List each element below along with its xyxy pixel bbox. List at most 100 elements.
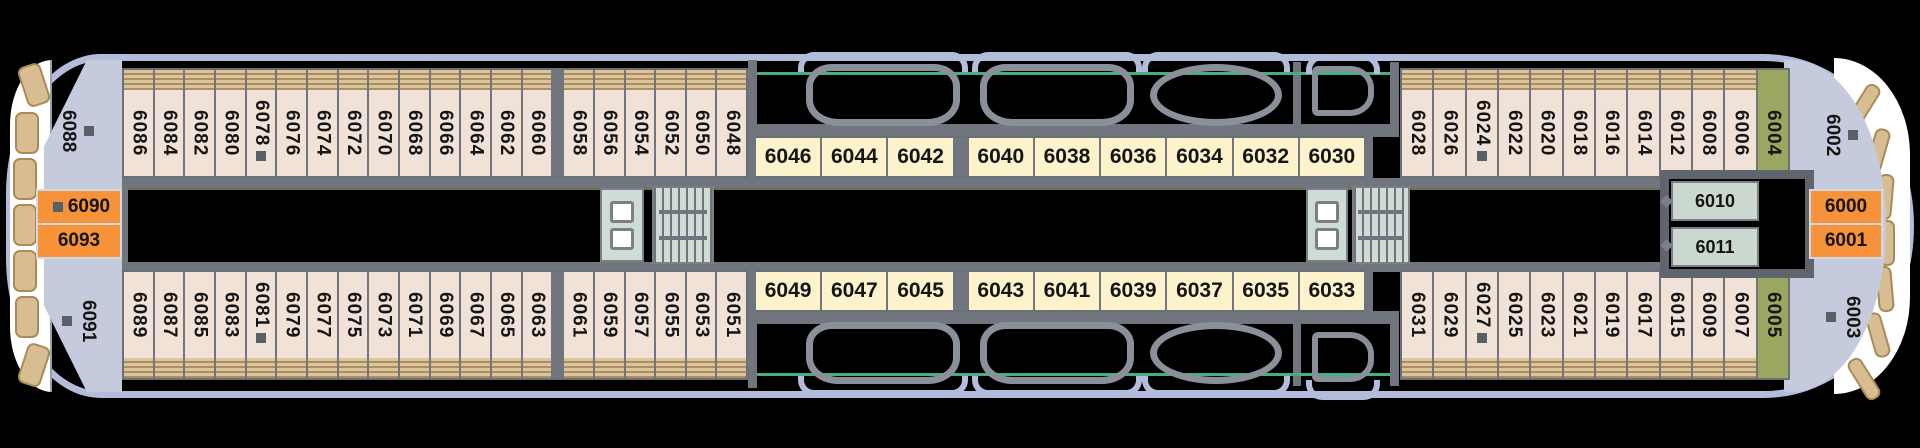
cabin-6011[interactable]: 6011 — [1671, 227, 1759, 267]
cabin-6050[interactable]: 6050 — [686, 70, 716, 176]
cabin-6027[interactable]: 6027 — [1466, 272, 1498, 378]
cabin-6090[interactable]: 6090 — [38, 191, 120, 223]
cabin-6043[interactable]: 6043 — [968, 272, 1033, 310]
cabin-6034[interactable]: 6034 — [1167, 138, 1232, 176]
cabin-6085[interactable]: 6085 — [185, 272, 214, 378]
cabin-6060[interactable]: 6060 — [522, 70, 552, 176]
cabin-6010[interactable]: 6010 — [1671, 181, 1759, 221]
cabin-6040[interactable]: 6040 — [968, 138, 1033, 176]
cabin-6063[interactable]: 6063 — [522, 272, 552, 378]
cabin-6087[interactable]: 6087 — [154, 272, 184, 378]
cabin-6093[interactable]: 6093 — [38, 225, 120, 257]
cabin-6080[interactable]: 6080 — [215, 70, 245, 176]
cabin-6089[interactable]: 6089 — [124, 272, 153, 378]
cabin-6038[interactable]: 6038 — [1034, 138, 1100, 176]
cabin-6035[interactable]: 6035 — [1233, 272, 1298, 310]
cabin-6068[interactable]: 6068 — [399, 70, 429, 176]
cabin-6006[interactable]: 6006 — [1725, 70, 1756, 176]
cabin-6065[interactable]: 6065 — [491, 272, 521, 378]
cabin-6026[interactable]: 6026 — [1434, 70, 1465, 176]
cabin-6000[interactable]: 6000 — [1811, 191, 1881, 223]
cabin-number: 6014 — [1633, 109, 1655, 157]
cabin-6020[interactable]: 6020 — [1531, 70, 1562, 176]
cabin-6047[interactable]: 6047 — [822, 272, 887, 310]
cabin-6048[interactable]: 6048 — [717, 70, 747, 176]
cabin-6003[interactable]: 6003 — [1822, 262, 1863, 372]
cabin-6018[interactable]: 6018 — [1563, 70, 1595, 176]
cabin-6024[interactable]: 6024 — [1466, 70, 1498, 176]
cabin-6057[interactable]: 6057 — [625, 272, 655, 378]
cabin-6012[interactable]: 6012 — [1660, 70, 1692, 176]
cabin-6088[interactable]: 6088 — [56, 76, 100, 186]
cabin-6015[interactable]: 6015 — [1660, 272, 1692, 378]
cabin-6004[interactable]: 6004 — [1757, 70, 1788, 176]
cabin-6062[interactable]: 6062 — [491, 70, 521, 176]
cabin-6077[interactable]: 6077 — [307, 272, 337, 378]
cabin-6008[interactable]: 6008 — [1692, 70, 1724, 176]
cabin-6033[interactable]: 6033 — [1299, 272, 1364, 310]
cabin-6039[interactable]: 6039 — [1101, 272, 1166, 310]
cabin-6073[interactable]: 6073 — [369, 272, 398, 378]
cabin-6072[interactable]: 6072 — [338, 70, 368, 176]
fire-zone-divider — [553, 272, 563, 378]
cabin-6014[interactable]: 6014 — [1628, 70, 1659, 176]
cabin-6083[interactable]: 6083 — [215, 272, 245, 378]
cabin-6078[interactable]: 6078 — [246, 70, 276, 176]
cabin-6030[interactable]: 6030 — [1299, 138, 1364, 176]
cabin-6051[interactable]: 6051 — [717, 272, 747, 378]
cabin-number: 6039 — [1109, 279, 1157, 302]
cabin-6067[interactable]: 6067 — [461, 272, 490, 378]
cabin-6032[interactable]: 6032 — [1233, 138, 1298, 176]
cabin-6042[interactable]: 6042 — [888, 138, 953, 176]
cabin-6021[interactable]: 6021 — [1563, 272, 1595, 378]
cabin-6086[interactable]: 6086 — [124, 70, 153, 176]
cabin-6028[interactable]: 6028 — [1402, 70, 1433, 176]
cabin-number: 6062 — [496, 109, 518, 157]
cabin-6044[interactable]: 6044 — [822, 138, 887, 176]
cabin-6002[interactable]: 6002 — [1822, 80, 1862, 190]
cabin-6036[interactable]: 6036 — [1101, 138, 1166, 176]
cabin-6049[interactable]: 6049 — [756, 272, 821, 310]
cabin-6075[interactable]: 6075 — [338, 272, 368, 378]
cabin-6069[interactable]: 6069 — [430, 272, 460, 378]
cabin-6084[interactable]: 6084 — [154, 70, 184, 176]
cabin-6058[interactable]: 6058 — [564, 70, 593, 176]
cabin-6074[interactable]: 6074 — [307, 70, 337, 176]
cabin-number: 6011 — [1695, 236, 1735, 257]
cabin-6022[interactable]: 6022 — [1498, 70, 1530, 176]
cabin-6076[interactable]: 6076 — [277, 70, 306, 176]
cabin-6055[interactable]: 6055 — [656, 272, 685, 378]
cabin-6082[interactable]: 6082 — [185, 70, 214, 176]
cabin-6016[interactable]: 6016 — [1595, 70, 1627, 176]
cabin-6081[interactable]: 6081 — [246, 272, 276, 378]
cabin-6054[interactable]: 6054 — [625, 70, 655, 176]
cabin-6091[interactable]: 6091 — [56, 266, 100, 376]
cabin-6046[interactable]: 6046 — [756, 138, 821, 176]
cabin-6053[interactable]: 6053 — [686, 272, 716, 378]
cabin-6066[interactable]: 6066 — [430, 70, 460, 176]
cabin-6019[interactable]: 6019 — [1595, 272, 1627, 378]
cabin-6059[interactable]: 6059 — [594, 272, 624, 378]
cabin-6045[interactable]: 6045 — [888, 272, 953, 310]
cabin-6061[interactable]: 6061 — [564, 272, 593, 378]
cabin-6009[interactable]: 6009 — [1692, 272, 1724, 378]
cabin-6041[interactable]: 6041 — [1034, 272, 1100, 310]
cabin-6029[interactable]: 6029 — [1434, 272, 1465, 378]
cabin-6052[interactable]: 6052 — [656, 70, 685, 176]
cabin-6031[interactable]: 6031 — [1402, 272, 1433, 378]
window-block — [15, 296, 39, 338]
cabin-6001[interactable]: 6001 — [1811, 225, 1881, 257]
cabin-6005[interactable]: 6005 — [1757, 272, 1788, 378]
cabin-6079[interactable]: 6079 — [277, 272, 306, 378]
cabin-6064[interactable]: 6064 — [461, 70, 490, 176]
cabin-number: 6061 — [568, 291, 590, 339]
cabin-6017[interactable]: 6017 — [1628, 272, 1659, 378]
cabin-6037[interactable]: 6037 — [1167, 272, 1232, 310]
cabin-6007[interactable]: 6007 — [1725, 272, 1756, 378]
cabin-6023[interactable]: 6023 — [1531, 272, 1562, 378]
cabin-6070[interactable]: 6070 — [369, 70, 398, 176]
cabin-6071[interactable]: 6071 — [399, 272, 429, 378]
lifeboat-shape — [980, 64, 1134, 126]
cabin-6025[interactable]: 6025 — [1498, 272, 1530, 378]
cabin-6056[interactable]: 6056 — [594, 70, 624, 176]
